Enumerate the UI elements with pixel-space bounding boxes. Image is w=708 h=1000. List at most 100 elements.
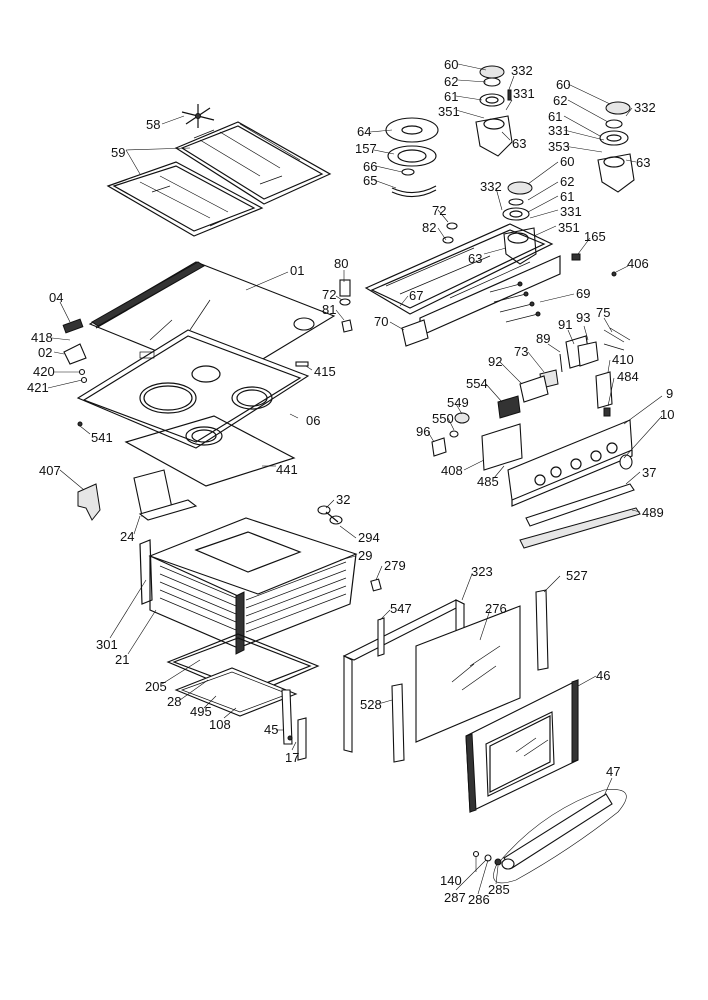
callout-63: 63 (468, 251, 482, 266)
oven-cavity (139, 517, 358, 655)
callout-331: 331 (513, 86, 535, 101)
callout-108: 108 (209, 717, 231, 732)
callout-410: 410 (612, 352, 634, 367)
pan-support-star (181, 104, 215, 128)
callout-60: 60 (556, 77, 570, 92)
callout-21: 21 (115, 652, 129, 667)
callout-17: 17 (285, 750, 299, 765)
callout-332: 332 (634, 100, 656, 115)
callout-29: 29 (358, 548, 372, 563)
callout-61: 61 (444, 89, 458, 104)
callout-61: 61 (560, 189, 574, 204)
callout-441: 441 (276, 462, 298, 477)
callout-93: 93 (576, 310, 590, 325)
callout-495: 495 (190, 704, 212, 719)
callout-63: 63 (512, 136, 526, 151)
callout-549: 549 (447, 395, 469, 410)
callout-351: 351 (558, 220, 580, 235)
callout-24: 24 (120, 529, 134, 544)
callout-67: 67 (409, 288, 423, 303)
callout-81: 81 (322, 302, 336, 317)
insulation-plate (124, 415, 296, 487)
oven-door (465, 679, 579, 813)
callout-205: 205 (145, 679, 167, 694)
callout-9: 9 (666, 386, 673, 401)
callout-59: 59 (111, 145, 125, 160)
pan-support-grids (106, 121, 332, 237)
callout-46: 46 (596, 668, 610, 683)
oven-fan-parts (317, 505, 382, 592)
callout-47: 47 (606, 764, 620, 779)
callout-66: 66 (363, 159, 377, 174)
callout-04: 04 (49, 290, 63, 305)
callout-489: 489 (642, 505, 664, 520)
callout-484: 484 (617, 369, 639, 384)
callout-60: 60 (444, 57, 458, 72)
callout-06: 06 (306, 413, 320, 428)
callout-279: 279 (384, 558, 406, 573)
door-handle (472, 789, 627, 884)
control-electronics (431, 327, 631, 471)
callout-332: 332 (511, 63, 533, 78)
callout-406: 406 (627, 256, 649, 271)
callout-351: 351 (438, 104, 460, 119)
callout-407: 407 (39, 463, 61, 478)
callout-62: 62 (560, 174, 574, 189)
callout-332: 332 (480, 179, 502, 194)
callout-labels: 58 59 60 62 332 61 331 351 63 64 157 66 … (27, 57, 674, 907)
callout-65: 65 (363, 173, 377, 188)
callout-301: 301 (96, 637, 118, 652)
callout-285: 285 (488, 882, 510, 897)
callout-550: 550 (432, 411, 454, 426)
callout-62: 62 (553, 93, 567, 108)
burner-assembly-right (597, 101, 635, 193)
callout-02: 02 (38, 345, 52, 360)
callout-421: 421 (27, 380, 49, 395)
callout-286: 286 (468, 892, 490, 907)
callout-89: 89 (536, 331, 550, 346)
callout-420: 420 (33, 364, 55, 379)
callout-323: 323 (471, 564, 493, 579)
callout-140: 140 (440, 873, 462, 888)
callout-547: 547 (390, 601, 412, 616)
callout-37: 37 (642, 465, 656, 480)
callout-527: 527 (566, 568, 588, 583)
callout-73: 73 (514, 344, 528, 359)
callout-01: 01 (290, 263, 304, 278)
callout-72: 72 (322, 287, 336, 302)
callout-331: 331 (548, 123, 570, 138)
cooktop-tray (76, 329, 310, 449)
burner-assembly-left (475, 65, 513, 157)
callout-96: 96 (416, 424, 430, 439)
callout-80: 80 (334, 256, 348, 271)
rear-bracket (133, 469, 198, 521)
callout-70: 70 (374, 314, 388, 329)
gas-manifold-frame (339, 222, 617, 347)
callout-32: 32 (336, 492, 350, 507)
oven-door-frame (342, 589, 549, 763)
callout-82: 82 (422, 220, 436, 235)
callout-69: 69 (576, 286, 590, 301)
leader-lines (47, 63, 663, 895)
callout-157: 157 (355, 141, 377, 156)
hob-top-panel (88, 261, 336, 381)
control-panel (507, 419, 641, 549)
burner-assembly-middle (502, 181, 537, 265)
hinge-parts-left (62, 318, 309, 427)
callout-75: 75 (596, 305, 610, 320)
callout-91: 91 (558, 317, 572, 332)
callout-418: 418 (31, 330, 53, 345)
callout-61: 61 (548, 109, 562, 124)
callout-528: 528 (360, 697, 382, 712)
callout-45: 45 (264, 722, 278, 737)
side-rails (281, 689, 307, 761)
callout-276: 276 (485, 601, 507, 616)
callout-331: 331 (560, 204, 582, 219)
large-burner (385, 117, 439, 198)
callout-287: 287 (444, 890, 466, 905)
callout-541: 541 (91, 430, 113, 445)
callout-28: 28 (167, 694, 181, 709)
callout-58: 58 (146, 117, 160, 132)
